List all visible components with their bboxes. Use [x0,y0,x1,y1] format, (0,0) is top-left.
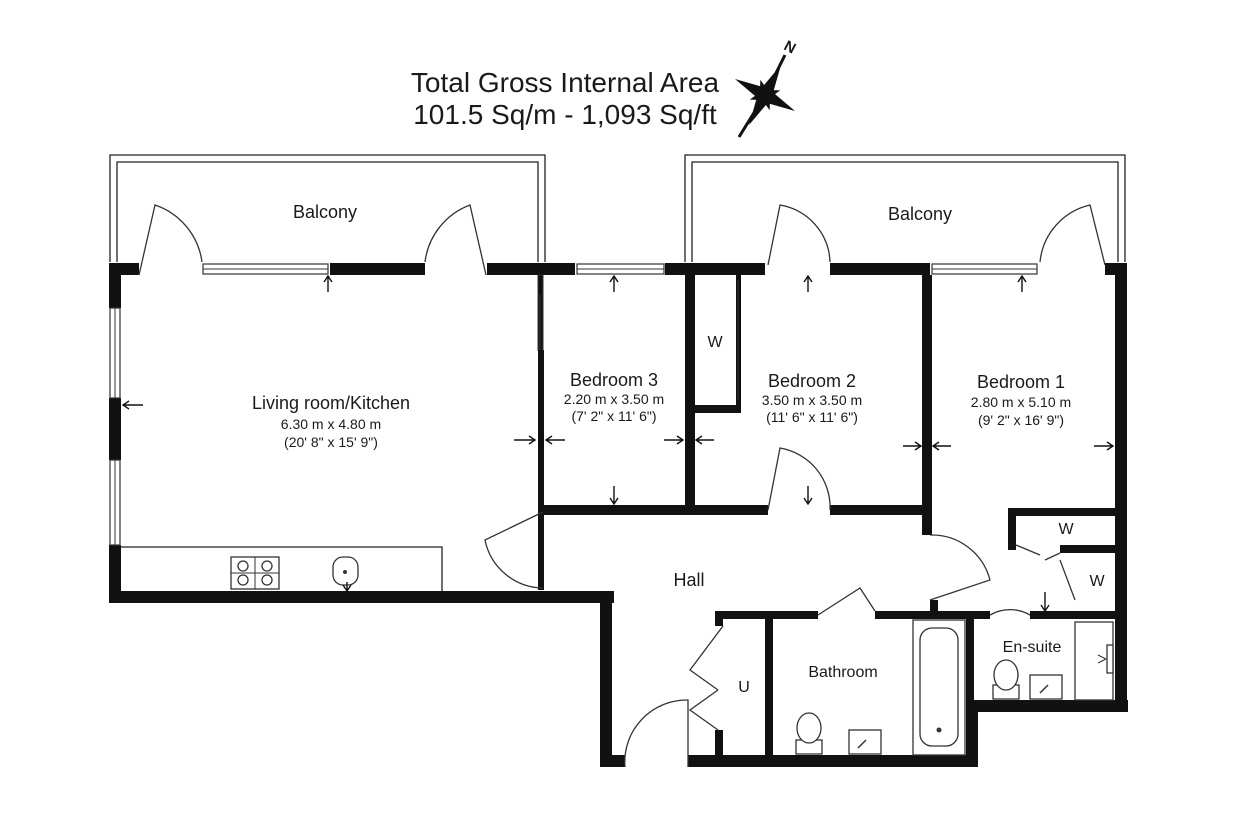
toilet-icon [992,659,1020,700]
living-room-imperial: (20' 8" x 15' 9") [284,434,378,450]
bedroom2-label: Bedroom 2 [768,371,856,391]
balcony-right-label: Balcony [888,204,952,224]
shower-icon [1074,621,1114,701]
bathtub-icon [912,619,966,756]
living-room-metric: 6.30 m x 4.80 m [281,416,381,432]
bedroom1-imperial: (9' 2" x 16' 9") [978,412,1064,428]
basin-icon [848,729,882,755]
wardrobe-bedroom1-bottom-label: W [1089,573,1105,590]
ensuite-label: En-suite [1003,639,1062,656]
bedroom2-imperial: (11' 6" x 11' 6") [766,409,858,425]
bathroom-label: Bathroom [808,664,877,681]
bedroom1-metric: 2.80 m x 5.10 m [971,394,1071,410]
bedroom2-metric: 3.50 m x 3.50 m [762,392,862,408]
hall-label: Hall [673,570,704,590]
doors [138,204,1106,768]
dimension-arrows [121,274,1115,613]
compass-rose-icon [734,54,796,138]
sink-icon [332,556,359,586]
hob-icon [230,556,280,590]
bedroom1-label: Bedroom 1 [977,372,1065,392]
kitchen-counter [121,546,443,591]
bedroom3-label: Bedroom 3 [570,370,658,390]
basin-icon [1029,674,1063,700]
toilet-icon [795,712,823,755]
bedroom3-imperial: (7' 2" x 11' 6") [571,408,656,424]
utility-label: U [738,679,750,696]
walls [109,263,1128,767]
balcony-right-outline [684,154,1126,262]
balcony-left-label: Balcony [293,202,357,222]
wardrobe-bedroom2-label: W [707,334,723,351]
bedroom3-metric: 2.20 m x 3.50 m [564,391,664,407]
area-value: 101.5 Sq/m - 1,093 Sq/ft [413,99,717,130]
windows [109,263,1038,546]
wardrobe-bedroom1-top-label: W [1058,521,1074,538]
area-title: Total Gross Internal Area [411,67,720,98]
living-room-label: Living room/Kitchen [252,393,410,413]
balcony-left-outline [109,154,546,262]
